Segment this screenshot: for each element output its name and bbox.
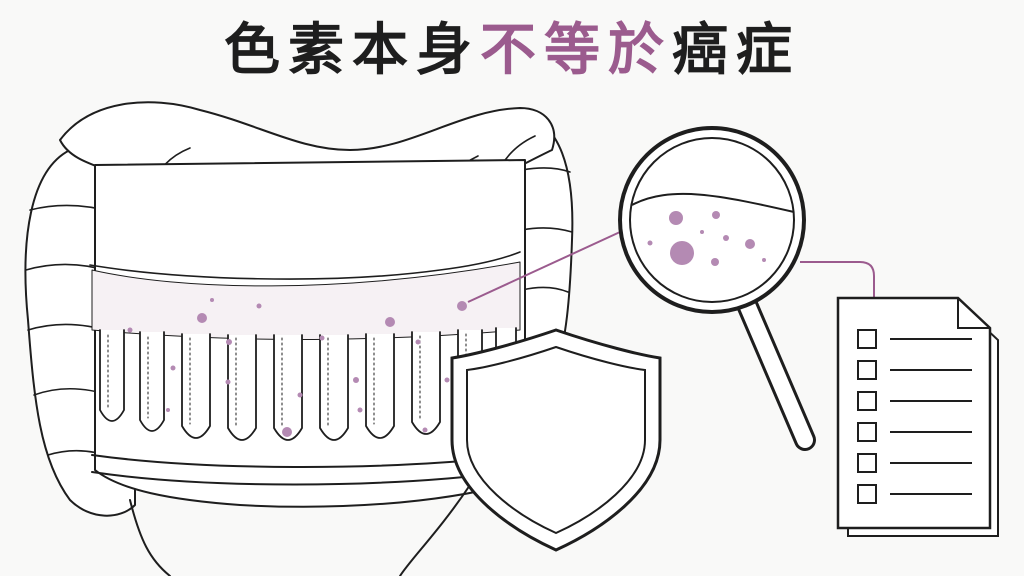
checkbox-icon: [857, 453, 877, 473]
checkbox-icon: [857, 391, 877, 411]
title-part-normal-end: 癌症: [672, 18, 800, 83]
colon-illustration: [24, 101, 574, 576]
title-part-highlight: 不等於: [480, 18, 672, 83]
page-title: 色素本身不等於癌症: [0, 16, 1024, 86]
doc-connector: [800, 261, 875, 300]
checkbox-icon: [857, 329, 877, 349]
title-part-normal: 色素本身: [224, 18, 480, 83]
checkbox-icon: [857, 484, 877, 504]
shield-icon: [450, 328, 662, 552]
checkbox-icon: [857, 360, 877, 380]
checklist-document-icon: [836, 296, 999, 537]
checkbox-icon: [857, 422, 877, 442]
magnifier-icon: [618, 126, 816, 451]
zoom-connector: [467, 231, 621, 303]
checklist-rows: [857, 329, 972, 504]
